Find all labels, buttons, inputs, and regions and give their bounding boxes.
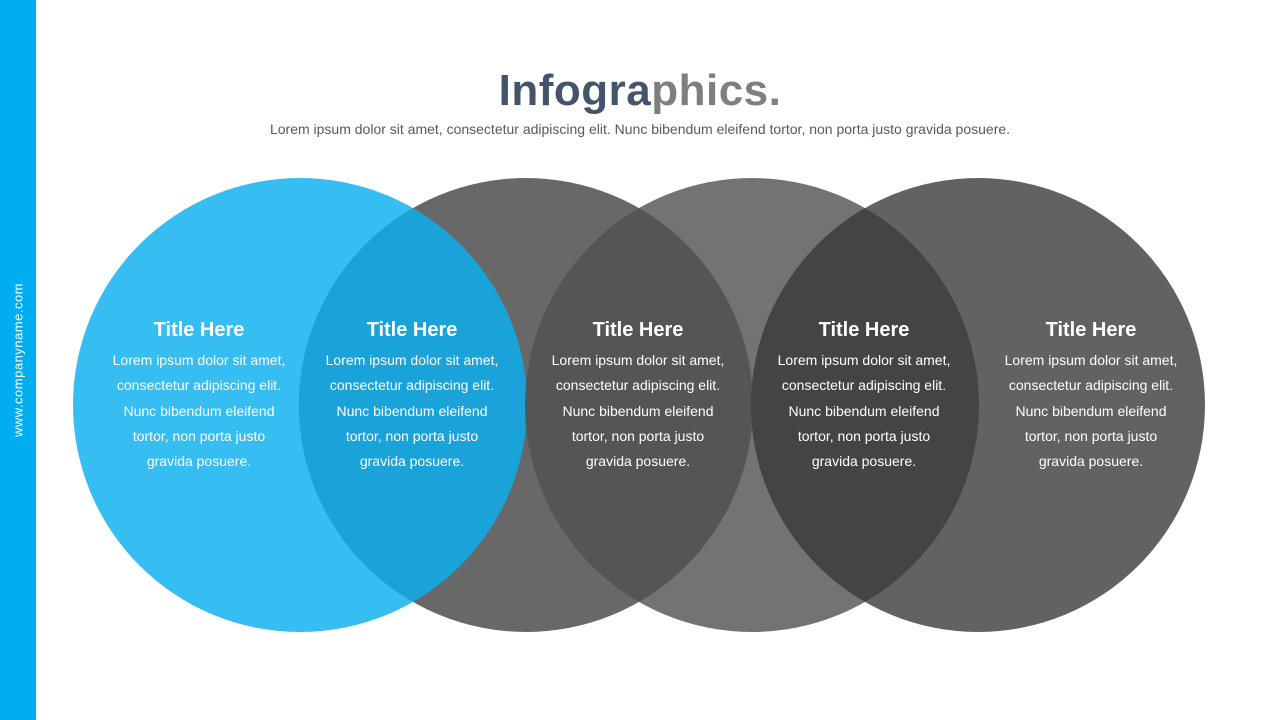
block-title: Title Here <box>153 319 245 341</box>
text-block-4: Title Here Lorem ipsum dolor sit amet, c… <box>774 319 954 474</box>
page-subtitle: Lorem ipsum dolor sit amet, consectetur … <box>269 121 1011 137</box>
block-title: Title Here <box>366 319 458 341</box>
block-text: Lorem ipsum dolor sit amet, consectetur … <box>325 352 499 470</box>
title-accent: phics. <box>651 66 782 115</box>
text-block-1: Title Here Lorem ipsum dolor sit amet, c… <box>109 319 289 474</box>
page-title: Infographics. <box>0 66 1280 116</box>
overlap-3-4 <box>751 178 979 632</box>
block-title: Title Here <box>592 319 684 341</box>
block-text: Lorem ipsum dolor sit amet, consectetur … <box>1004 352 1178 470</box>
text-block-3: Title Here Lorem ipsum dolor sit amet, c… <box>548 319 728 474</box>
block-text: Lorem ipsum dolor sit amet, consectetur … <box>551 352 725 470</box>
side-accent-bar: www.companyname.com <box>0 0 36 720</box>
block-text: Lorem ipsum dolor sit amet, consectetur … <box>777 352 951 470</box>
text-block-2: Title Here Lorem ipsum dolor sit amet, c… <box>322 319 502 474</box>
block-text: Lorem ipsum dolor sit amet, consectetur … <box>112 352 286 470</box>
block-title: Title Here <box>818 319 910 341</box>
title-main: Infogra <box>498 66 652 115</box>
block-title: Title Here <box>1045 319 1137 341</box>
text-block-5: Title Here Lorem ipsum dolor sit amet, c… <box>1001 319 1181 474</box>
